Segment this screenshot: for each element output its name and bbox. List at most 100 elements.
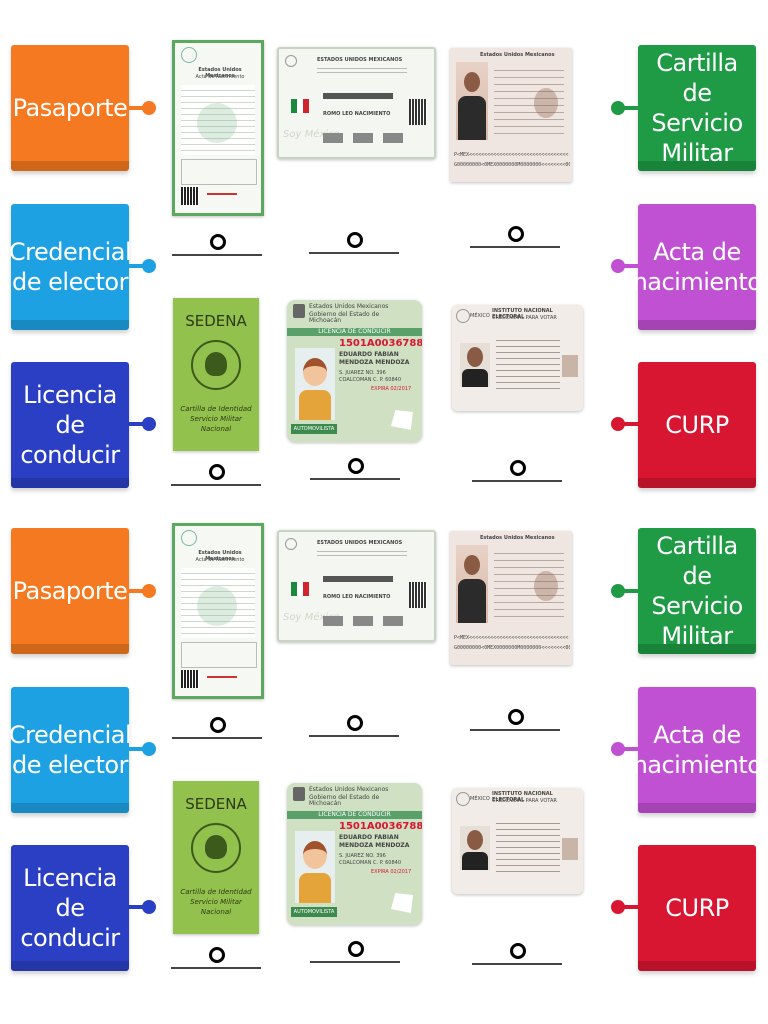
answer-slot[interactable] <box>172 717 262 739</box>
doc-credencial-ine[interactable]: MÉXICO INSTITUTO NACIONAL ELECTORAL CRED… <box>452 788 583 894</box>
answer-slot[interactable] <box>310 941 400 963</box>
eagle-icon <box>205 835 227 859</box>
doc-curp[interactable]: ESTADOS UNIDOS MEXICANOS ROMO LEO NACIMI… <box>277 47 436 159</box>
answer-slot[interactable] <box>309 232 399 254</box>
curp-watermark: Soy México <box>283 129 340 140</box>
ine-title: INSTITUTO NACIONAL ELECTORAL <box>492 308 553 320</box>
label-credencial[interactable]: Credencial de elector <box>8 204 132 330</box>
answer-slot[interactable] <box>310 458 400 480</box>
label-curp[interactable]: CURP <box>638 362 756 488</box>
label-licencia[interactable]: Licencia de conducir <box>11 362 129 488</box>
label-acta[interactable]: Acta de nacimiento <box>633 204 762 330</box>
answer-line <box>172 254 262 256</box>
answer-slot[interactable] <box>171 947 261 969</box>
lic-expira: EXPIRA 02/2017 <box>371 386 412 392</box>
curp-watermark: Soy México <box>283 612 340 623</box>
ine-small-photo <box>562 838 578 860</box>
connector-acta <box>618 264 638 268</box>
answer-circle-icon <box>209 464 225 480</box>
connector-dot-cartilla[interactable] <box>611 101 625 115</box>
connector-dot-licencia[interactable] <box>142 900 156 914</box>
label-credencial[interactable]: Credencial de elector <box>9 687 132 813</box>
answer-slot[interactable] <box>171 464 261 486</box>
label-acta[interactable]: Acta de nacimiento <box>633 687 762 813</box>
answer-slot[interactable] <box>309 715 399 737</box>
qr-code-icon <box>181 670 199 688</box>
eagle-icon <box>205 352 227 376</box>
answer-line <box>472 963 562 965</box>
doc-licencia[interactable]: Estados Unidos Mexicanos Gobierno del Es… <box>287 783 422 925</box>
answer-slot[interactable] <box>172 234 262 256</box>
doc-sedena-cartilla[interactable]: SEDENA Cartilla de Identidad Servicio Mi… <box>173 298 259 451</box>
shirt-icon <box>458 96 486 140</box>
label-cartilla[interactable]: Cartilla de Servicio Militar <box>638 45 756 171</box>
curp-subtitle-lines <box>317 548 407 558</box>
doc-pasaporte[interactable]: Estados Unidos Mexicanos P<MEX<<<<<<<<<<… <box>450 531 572 665</box>
connector-dot-credencial[interactable] <box>142 742 156 756</box>
answer-circle-icon <box>348 941 364 957</box>
answer-line <box>470 729 560 731</box>
curp-qr-icon <box>409 582 427 608</box>
label-acta-text: Acta de nacimiento <box>632 238 762 296</box>
lic-number: 1501A0036788A <box>339 338 422 349</box>
connector-dot-credencial[interactable] <box>142 259 156 273</box>
answer-slot[interactable] <box>470 226 560 248</box>
shirt-icon <box>458 579 486 623</box>
label-pasaporte[interactable]: Pasaporte <box>11 528 129 654</box>
answer-circle-icon <box>347 232 363 248</box>
ine-title: INSTITUTO NACIONAL ELECTORAL <box>492 791 553 803</box>
answer-line <box>470 246 560 248</box>
label-curp[interactable]: CURP <box>638 845 756 971</box>
label-credencial-text: Credencial de elector <box>8 238 132 296</box>
connector-dot-cartilla[interactable] <box>611 584 625 598</box>
curp-title: ESTADOS UNIDOS MEXICANOS <box>317 540 403 546</box>
ine-country: MÉXICO <box>470 796 490 802</box>
answer-slot[interactable] <box>472 460 562 482</box>
label-cartilla[interactable]: Cartilla de Servicio Militar <box>638 528 756 654</box>
pass-mrz-1: P<MEX<<<<<<<<<<<<<<<<<<<<<<<<<<<<<<<<< <box>454 152 569 158</box>
answer-circle-icon <box>210 717 226 733</box>
connector-acta <box>618 747 638 751</box>
lic-band: LICENCIA DE CONDUCIR <box>287 328 422 336</box>
ine-shirt-icon <box>462 852 488 870</box>
connector-dot-licencia[interactable] <box>142 417 156 431</box>
doc-sedena-cartilla[interactable]: SEDENA Cartilla de Identidad Servicio Mi… <box>173 781 259 934</box>
cartoon-shirt-icon <box>299 390 331 420</box>
connector-credencial <box>129 747 149 751</box>
sedena-title: SEDENA <box>185 312 247 330</box>
connector-dot-acta[interactable] <box>611 259 625 273</box>
sedena-title: SEDENA <box>185 795 247 813</box>
answer-slot[interactable] <box>472 943 562 965</box>
connector-dot-acta[interactable] <box>611 742 625 756</box>
connector-dot-curp[interactable] <box>611 417 625 431</box>
connector-dot-curp[interactable] <box>611 900 625 914</box>
doc-curp[interactable]: ESTADOS UNIDOS MEXICANOS ROMO LEO NACIMI… <box>277 530 436 642</box>
answer-slot[interactable] <box>470 709 560 731</box>
connector-cartilla <box>618 589 638 593</box>
doc-licencia[interactable]: Estados Unidos Mexicanos Gobierno del Es… <box>287 300 422 442</box>
ghost-photo <box>534 571 558 601</box>
lic-addr1: S. JUAREZ NO. 396 <box>339 370 386 376</box>
doc-pasaporte[interactable]: Estados Unidos Mexicanos P<MEX<<<<<<<<<<… <box>450 48 572 182</box>
state-map-icon <box>391 893 413 913</box>
curp-fields <box>323 616 413 626</box>
label-licencia[interactable]: Licencia de conducir <box>11 845 129 971</box>
face-icon <box>464 555 480 575</box>
doc-acta-nacimiento[interactable]: Estados Unidos Mexicanos Acta de Nacimie… <box>172 523 264 699</box>
answer-line <box>472 480 562 482</box>
lic-header1: Estados Unidos Mexicanos <box>309 303 389 310</box>
label-cartilla-text: Cartilla de Servicio Militar <box>651 49 743 167</box>
ine-country: MÉXICO <box>470 313 490 319</box>
connector-dot-pasaporte[interactable] <box>142 101 156 115</box>
acta-title: Estados Unidos Mexicanos <box>198 550 242 562</box>
label-pasaporte[interactable]: Pasaporte <box>11 45 129 171</box>
ghost-photo <box>534 88 558 118</box>
curp-title: ESTADOS UNIDOS MEXICANOS <box>317 57 403 63</box>
acta-box <box>181 642 257 668</box>
matching-section: Pasaporte Credencial de elector Licencia… <box>0 483 768 971</box>
connector-curp <box>618 905 638 909</box>
doc-credencial-ine[interactable]: MÉXICO INSTITUTO NACIONAL ELECTORAL CRED… <box>452 305 583 411</box>
doc-acta-nacimiento[interactable]: Estados Unidos Mexicanos Acta de Nacimie… <box>172 40 264 216</box>
coat-of-arms-icon <box>191 340 241 390</box>
connector-dot-pasaporte[interactable] <box>142 584 156 598</box>
